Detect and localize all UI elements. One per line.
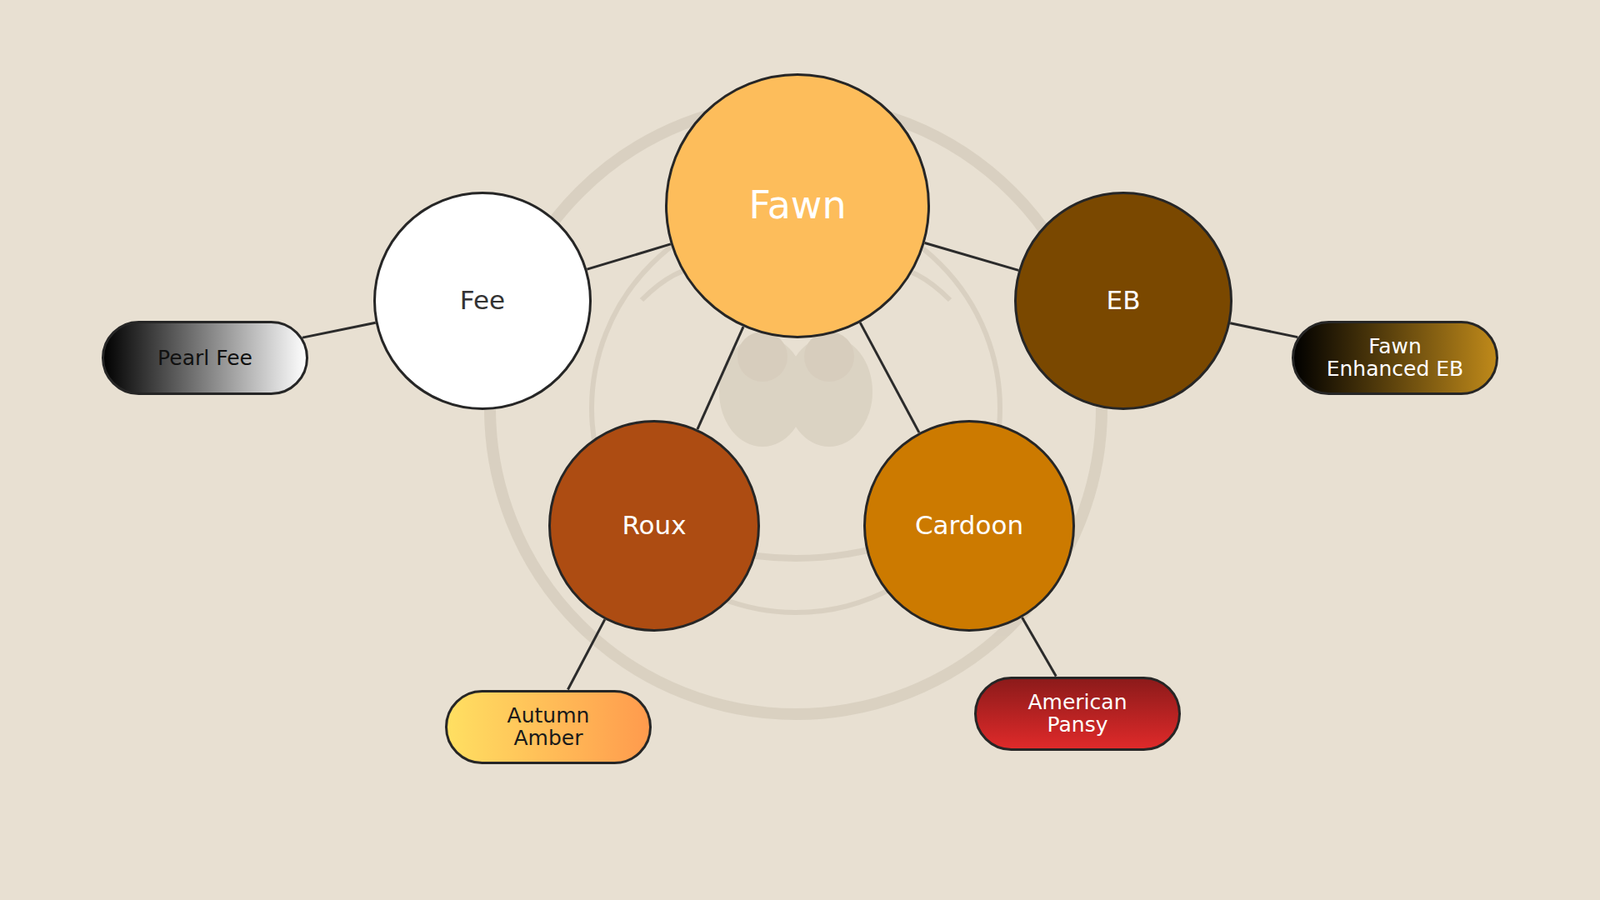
node-label: Pearl Fee	[157, 346, 253, 370]
node-label: Roux	[621, 511, 686, 540]
node-text: Fawn	[748, 185, 846, 227]
node-label: Fawn	[748, 185, 846, 227]
variety-pill: Fawn Enhanced EB	[1291, 320, 1499, 395]
node-text: Roux	[621, 511, 686, 540]
node-label: Autumn Amber	[470, 704, 627, 750]
node-label: American Pansy	[999, 690, 1156, 736]
connector-line	[1022, 617, 1057, 677]
color-circle: Fawn	[665, 73, 930, 339]
node-text: EB	[1106, 286, 1141, 315]
variety-pill: Autumn Amber	[445, 690, 652, 765]
node-text: Pearl Fee	[157, 346, 253, 370]
node-label: EB	[1106, 286, 1141, 315]
node-text: Fee	[460, 286, 505, 315]
color-circle: Cardoon	[863, 420, 1075, 632]
node-text: American Pansy	[999, 690, 1156, 736]
node-text: Cardoon	[915, 511, 1024, 540]
node-label: Cardoon	[915, 511, 1024, 540]
connector-line	[567, 619, 605, 690]
node-label: Fee	[460, 286, 505, 315]
node-text: Autumn Amber	[470, 704, 627, 750]
connector-line	[1230, 323, 1298, 338]
connector-line	[586, 244, 670, 270]
color-circle: EB	[1014, 191, 1233, 410]
variety-pill: Pearl Fee	[101, 320, 309, 395]
variety-pill: American Pansy	[974, 676, 1181, 751]
node-text: Fawn Enhanced EB	[1316, 335, 1474, 380]
color-circle: Roux	[548, 420, 760, 632]
connector-line	[860, 322, 920, 433]
connector-line	[697, 326, 744, 430]
node-label: Fawn Enhanced EB	[1316, 335, 1474, 380]
connector-line	[302, 322, 376, 338]
connector-line	[925, 243, 1020, 271]
color-circle: Fee	[373, 191, 592, 410]
